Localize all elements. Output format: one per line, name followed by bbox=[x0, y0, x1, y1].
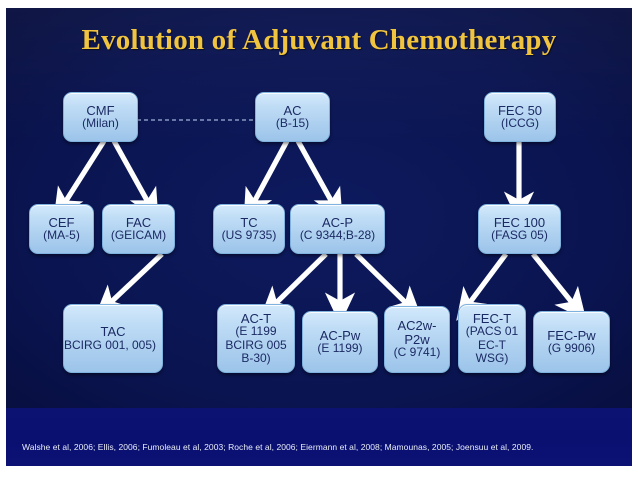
node-fac-line-1: FAC bbox=[125, 214, 152, 230]
node-fect-line-2: (PACS 01 bbox=[465, 324, 519, 338]
node-acpw-line-1: AC-Pw bbox=[319, 327, 361, 343]
node-fecpw-line-1: FEC-Pw bbox=[547, 327, 596, 343]
node-fac[interactable]: FAC (GEICAM) bbox=[102, 204, 175, 254]
node-tc-line-2: (US 9735) bbox=[221, 228, 277, 242]
node-fecpw-line-2: (G 9906) bbox=[547, 341, 596, 355]
node-acpw[interactable]: AC-Pw (E 1199) bbox=[302, 311, 378, 373]
node-ac[interactable]: AC (B-15) bbox=[255, 92, 330, 142]
connector-fec100-fect bbox=[456, 252, 509, 321]
node-fec100[interactable]: FEC 100 (FASG 05) bbox=[478, 204, 561, 254]
connector-layer bbox=[53, 119, 587, 325]
node-cmf[interactable]: CMF (Milan) bbox=[63, 92, 138, 142]
node-acp-line-2: (C 9344;B-28) bbox=[299, 228, 376, 242]
node-tc[interactable]: TC (US 9735) bbox=[213, 204, 285, 254]
connector-fec100-fecpw bbox=[530, 252, 587, 321]
node-cef[interactable]: CEF (MA-5) bbox=[29, 204, 94, 254]
connector-ac-tc bbox=[243, 139, 290, 222]
page-title: Evolution of Adjuvant Chemotherapy bbox=[81, 24, 557, 56]
node-ac2wp2w-line-1: AC2w- bbox=[397, 318, 437, 334]
node-act-line-2: (E 1199 bbox=[235, 324, 277, 338]
connector-acp-act bbox=[259, 252, 328, 319]
node-acp-line-1: AC-P bbox=[321, 214, 354, 230]
node-fect-line-1: FEC-T bbox=[472, 310, 512, 326]
node-fecpw[interactable]: FEC-Pw (G 9906) bbox=[533, 311, 610, 373]
node-act-line-4: B-30) bbox=[241, 351, 271, 365]
node-ac2wp2w[interactable]: AC2w- P2w (C 9741) bbox=[384, 306, 450, 373]
node-tac[interactable]: TAC BCIRG 001, 005) bbox=[63, 304, 163, 373]
node-fac-line-2: (GEICAM) bbox=[110, 228, 167, 242]
node-fec50-line-2: (ICCG) bbox=[501, 116, 539, 130]
node-fect-line-3: EC-T bbox=[478, 337, 506, 352]
node-fect[interactable]: FEC-T (PACS 01 EC-T WSG) bbox=[458, 304, 526, 373]
node-fec50[interactable]: FEC 50 (ICCG) bbox=[484, 92, 556, 142]
node-act[interactable]: AC-T (E 1199 BCIRG 005 B-30) bbox=[217, 304, 295, 373]
connector-cmf-cef bbox=[53, 139, 107, 221]
node-acp[interactable]: AC-P (C 9344;B-28) bbox=[290, 204, 385, 254]
node-ac-line-1: AC bbox=[283, 102, 302, 118]
citation-text: Walshe et al, 2006; Ellis, 2006; Fumolea… bbox=[22, 442, 534, 452]
node-act-line-3: BCIRG 005 bbox=[225, 337, 287, 352]
node-act-line-1: AC-T bbox=[240, 310, 272, 326]
node-cef-line-2: (MA-5) bbox=[43, 228, 80, 242]
node-fec100-line-2: (FASG 05) bbox=[491, 228, 548, 242]
node-tac-line-1: TAC bbox=[100, 324, 126, 339]
node-ac-line-2: (B-15) bbox=[275, 116, 310, 130]
slide-canvas: Evolution of Adjuvant Chemotherapy bbox=[6, 8, 632, 466]
footer-band bbox=[6, 408, 632, 466]
connector-ac-acp bbox=[295, 139, 343, 222]
node-fec50-line-1: FEC 50 bbox=[497, 102, 543, 118]
node-cmf-line-1: CMF bbox=[86, 102, 115, 118]
node-cef-line-1: CEF bbox=[48, 214, 75, 230]
node-tac-line-2: BCIRG 001, 005) bbox=[63, 337, 157, 352]
connector-acp-ac2wp2w bbox=[354, 252, 423, 319]
connector-fac-tac bbox=[94, 252, 164, 318]
connector-cmf-fac bbox=[111, 139, 159, 222]
node-ac2wp2w-line-3: (C 9741) bbox=[393, 345, 441, 360]
node-tc-line-1: TC bbox=[240, 214, 258, 230]
node-cmf-line-2: (Milan) bbox=[82, 116, 119, 130]
node-fect-line-4: WSG) bbox=[475, 351, 509, 365]
node-fec100-line-1: FEC 100 bbox=[493, 214, 546, 230]
node-acpw-line-2: (E 1199) bbox=[317, 341, 363, 355]
node-ac2wp2w-line-2: P2w bbox=[404, 331, 430, 347]
